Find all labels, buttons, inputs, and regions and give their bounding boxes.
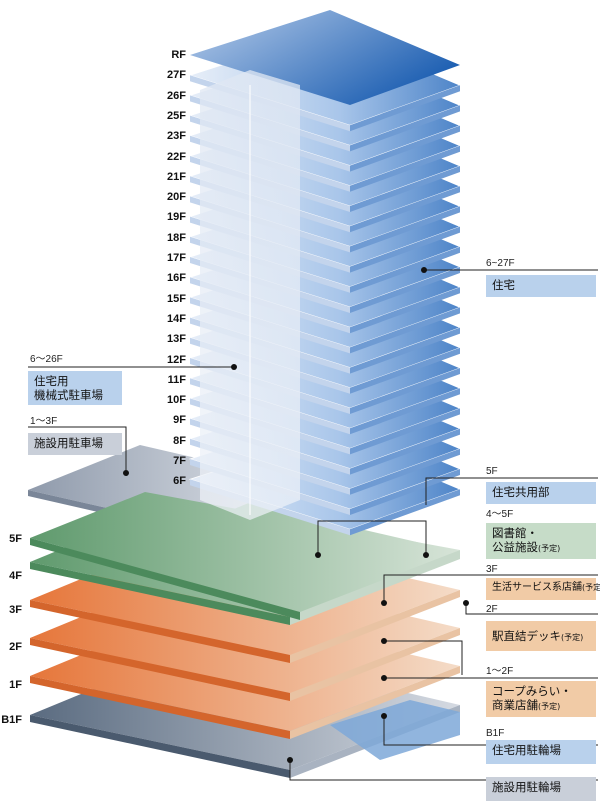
- floor-label-5f: 5F: [9, 533, 22, 545]
- facility-bikes-label: 施設用駐輪場: [486, 777, 596, 801]
- floor-label-7f: 7F: [173, 455, 186, 467]
- commercial-floors: 1～2F: [486, 666, 514, 677]
- floor-label-4f: 4F: [9, 570, 22, 582]
- floor-label-2f: 2F: [9, 641, 22, 653]
- floor-label-14f: 14F: [167, 312, 186, 325]
- floor-label-11f: 11F: [167, 373, 186, 386]
- commercial-line1: コープみらい・: [492, 684, 572, 698]
- floor-label-16f: 16F: [167, 272, 186, 285]
- mech-parking-line1: 住宅用: [34, 374, 69, 388]
- mech-parking-label: 住宅用 機械式駐車場: [28, 371, 122, 405]
- residential-label: 住宅: [486, 275, 596, 297]
- facility-parking-floors: 1～3F: [30, 416, 58, 427]
- library-label: 図書館・ 公益施設(予定): [486, 523, 596, 559]
- floor-label-13f: 13F: [167, 333, 186, 346]
- resident-bikes-label: 住宅用駐輪場: [486, 740, 596, 764]
- floor-label-10f: 10F: [167, 394, 186, 407]
- library-line2: 公益施設(予定): [492, 540, 561, 554]
- library-line1: 図書館・: [492, 526, 538, 540]
- leader-dots: [123, 267, 469, 763]
- life-service-label: 生活サービス系店舗(予定): [486, 578, 600, 600]
- facility-parking-label: 施設用駐車場: [28, 433, 122, 455]
- floor-label-27f: 27F: [167, 69, 186, 82]
- tower: [188, 10, 462, 536]
- station-deck-label: 駅直結デッキ(予定): [486, 621, 596, 651]
- mech-parking-floors: 6～26F: [30, 354, 63, 365]
- life-service-floors: 3F: [486, 564, 498, 575]
- floor-label-rf: RF: [171, 49, 186, 61]
- floor-label-12f: 12F: [167, 353, 186, 366]
- floor-label-3f: 3F: [9, 604, 22, 616]
- mech-parking-line2: 機械式駐車場: [34, 388, 103, 402]
- floor-label-25f: 25F: [167, 109, 186, 122]
- floor-label-1f: 1F: [9, 679, 22, 691]
- residential-floors: 6~27F: [486, 258, 515, 269]
- common-floors: 5F: [486, 466, 498, 477]
- floor-label-9f: 9F: [173, 414, 186, 427]
- floor-label-20f: 20F: [167, 191, 186, 204]
- resident-bikes-floors: B1F: [486, 728, 505, 739]
- floor-label-22f: 22F: [167, 150, 186, 163]
- floor-label-26f: 26F: [167, 89, 186, 102]
- floor-label-6f: 6F: [173, 475, 186, 488]
- library-floors: 4～5F: [486, 509, 514, 520]
- floor-label-19f: 19F: [167, 211, 186, 224]
- commercial-label: コープみらい・ 商業店舗(予定): [486, 681, 596, 717]
- common-label: 住宅共用部: [486, 482, 596, 504]
- station-deck-floors: 2F: [486, 604, 498, 615]
- podium-5f: [30, 492, 460, 620]
- floor-label-15f: 15F: [167, 292, 186, 305]
- floor-label-21f: 21F: [167, 170, 186, 183]
- floor-label-18f: 18F: [167, 231, 186, 244]
- commercial-line2: 商業店舗(予定): [492, 698, 561, 712]
- floor-label-b1f: B1F: [1, 714, 22, 726]
- floor-label-8f: 8F: [173, 434, 186, 447]
- floor-label-23f: 23F: [167, 130, 186, 143]
- floor-label-17f: 17F: [167, 252, 186, 264]
